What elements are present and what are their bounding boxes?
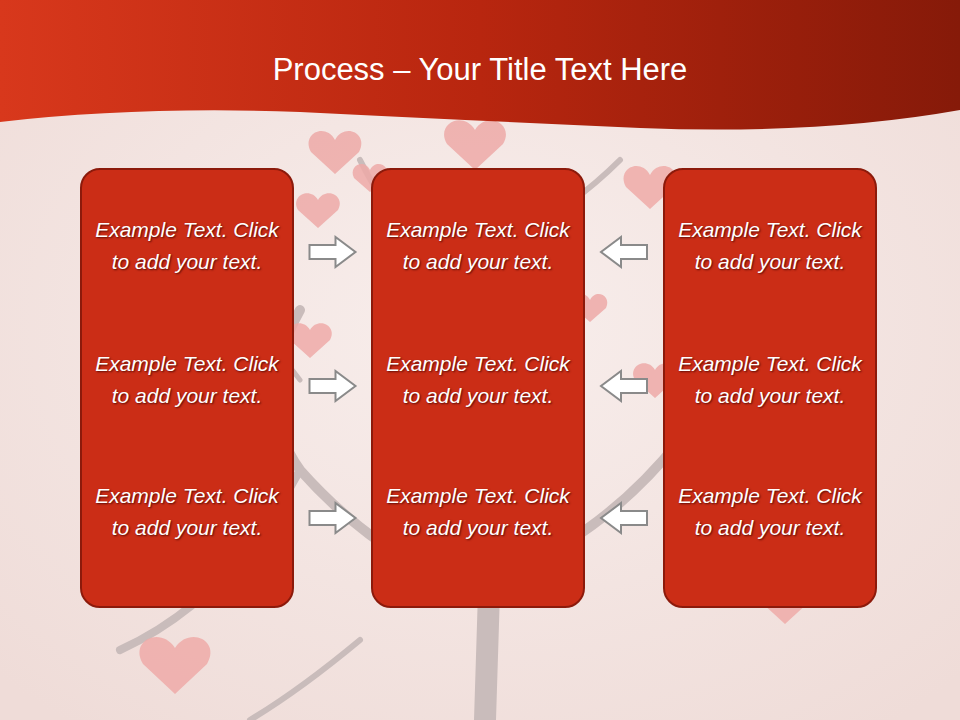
process-box: Example Text. Click to add your text. Exa…	[371, 168, 585, 608]
box-text: Example Text. Click to add your text.	[675, 480, 865, 544]
block-arrow	[310, 503, 356, 533]
box-text: Example Text. Click to add your text.	[92, 480, 282, 544]
block-arrow	[601, 503, 647, 533]
block-arrow	[310, 371, 356, 401]
slide-title: Process – Your Title Text Here	[0, 52, 960, 88]
box-text: Example Text. Click to add your text.	[383, 214, 573, 278]
box-text: Example Text. Click to add your text.	[383, 480, 573, 544]
box-text: Example Text. Click to add your text.	[92, 214, 282, 278]
box-text: Example Text. Click to add your text.	[383, 348, 573, 412]
block-arrow	[601, 237, 647, 267]
box-text: Example Text. Click to add your text.	[675, 214, 865, 278]
process-box: Example Text. Click to add your text. Exa…	[663, 168, 877, 608]
block-arrow	[601, 371, 647, 401]
box-text: Example Text. Click to add your text.	[92, 348, 282, 412]
box-text: Example Text. Click to add your text.	[675, 348, 865, 412]
block-arrow	[310, 237, 356, 267]
process-box: Example Text. Click to add your text. Exa…	[80, 168, 294, 608]
